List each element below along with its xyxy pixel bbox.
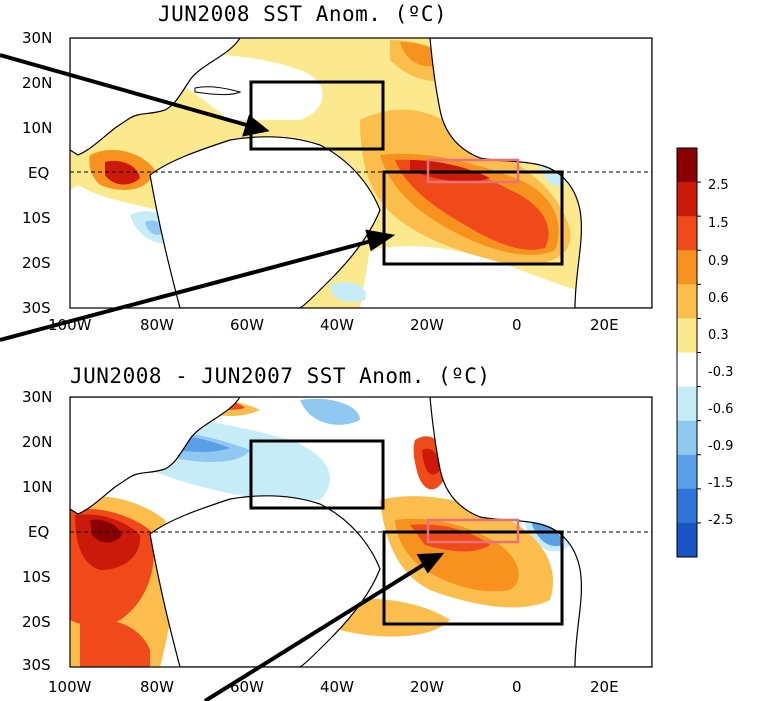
panel-1-title: JUN2008 SST Anom. (ºC)	[158, 2, 448, 26]
colorbar-swatch	[677, 352, 697, 388]
panel-1-box-atlantic-nino	[426, 158, 520, 184]
colorbar-label: 2.5	[708, 178, 729, 193]
panel-1-lon-label-20e: 20E	[590, 316, 619, 334]
colorbar-swatch	[677, 420, 697, 456]
colorbar-label: -0.6	[708, 402, 734, 417]
panel-2-anomaly-warm	[422, 448, 440, 475]
panel-2-lat-label-20n: 20N	[22, 433, 53, 451]
panel-1-anomaly-warm	[400, 42, 441, 67]
panel-2-box-atlantic-nino	[426, 518, 520, 544]
colorbar-swatch	[677, 522, 697, 558]
panel-2-land-north-america	[70, 397, 241, 515]
panel-2-lon-label-40w: 40W	[320, 678, 354, 696]
colorbar-label: 1.5	[708, 216, 729, 231]
panel-2-lon-label-60w: 60W	[230, 678, 264, 696]
arrow-to-south-box	[0, 238, 376, 342]
panel-2-frame	[69, 396, 653, 668]
panel-1-lat-label-20n: 20N	[22, 74, 53, 92]
panel-2-anomaly-warm	[330, 598, 450, 637]
colorbar-swatch	[677, 454, 697, 490]
colorbar-label: -2.5	[708, 513, 734, 528]
panel-2-anomaly-cool	[300, 398, 360, 425]
colorbar-label: 0.9	[708, 254, 729, 269]
colorbar-label: 0.6	[708, 291, 729, 306]
panel-2-lat-label-10s: 10S	[22, 568, 51, 586]
panel-1-lat-label-eq: EQ	[28, 164, 50, 182]
colorbar-swatch	[677, 386, 697, 422]
panel-1-lat-label-10s: 10S	[22, 209, 51, 227]
panel-1-lon-label-40w: 40W	[320, 316, 354, 334]
arrow-to-atlantic-nino	[203, 560, 430, 701]
panel-2-box-north-tropical-atlantic	[249, 439, 385, 510]
panel-2-box-south-tropical-atlantic	[382, 530, 564, 626]
panel-2-lat-label-10n: 10N	[22, 478, 53, 496]
panel-2-land-africa	[429, 397, 652, 667]
colorbar-swatch	[677, 488, 697, 524]
panel-1-lon-label-20w: 20W	[410, 316, 444, 334]
colorbar-frame	[676, 147, 698, 558]
panel-1-land-africa	[429, 38, 652, 308]
panel-2-map	[70, 397, 652, 667]
colorbar	[676, 147, 701, 558]
colorbar-swatch	[677, 148, 697, 183]
panel-1-land-south-america	[149, 136, 381, 308]
panel-2-lon-label-0: 0	[512, 678, 522, 696]
panel-1-lat-label-10n: 10N	[22, 119, 53, 137]
panel-1-anomaly-cool	[145, 220, 164, 235]
panel-2-lon-label-80w: 80W	[140, 678, 174, 696]
panel-1-map	[70, 38, 652, 308]
panel-2-lon-label-20w: 20W	[410, 678, 444, 696]
panel-2-lat-label-eq: EQ	[28, 523, 50, 541]
annotation-arrows	[0, 53, 445, 701]
panel-2-title: JUN2008 - JUN2007 SST Anom. (ºC)	[70, 364, 491, 388]
colorbar-swatch	[677, 284, 697, 319]
arrow-to-north-box	[0, 53, 251, 128]
panel-1-lon-label-80w: 80W	[140, 316, 174, 334]
panel-1-lon-label-0: 0	[512, 316, 522, 334]
panel-1-anomaly-warm	[105, 160, 140, 185]
panel-2-land-south-america	[149, 495, 381, 667]
arrow-head-atlantic-nino	[416, 552, 445, 574]
colorbar-swatch	[677, 182, 697, 217]
panel-1-frame	[69, 37, 653, 309]
panel-1-box-south-tropical-atlantic	[382, 170, 564, 266]
panel-1-lat-label-20s: 20S	[22, 254, 51, 272]
panel-1-box-north-tropical-atlantic	[249, 80, 385, 151]
panel-1-lat-label-30n: 30N	[22, 29, 53, 47]
colorbar-label: -0.9	[708, 439, 734, 454]
colorbar-swatch	[677, 318, 697, 353]
colorbar-label: -0.3	[708, 365, 734, 380]
panel-1-land-caribbean	[194, 86, 242, 96]
panel-2-anomaly-warm	[90, 519, 122, 543]
panel-2-lat-label-30n: 30N	[22, 388, 53, 406]
colorbar-label: -1.5	[708, 476, 734, 491]
panel-2-lon-label-100w: 100W	[48, 678, 92, 696]
colorbar-swatch	[677, 250, 697, 285]
panel-2-lat-label-30s: 30S	[22, 656, 51, 674]
panel-1-lat-label-30s: 30S	[22, 299, 51, 317]
panel-2-lat-label-20s: 20S	[22, 613, 51, 631]
panel-1-anomaly-cool	[330, 282, 366, 302]
panel-2-anomaly-warm	[80, 618, 150, 667]
panel-2-lon-label-20e: 20E	[590, 678, 619, 696]
arrow-head-south-box	[365, 229, 396, 252]
colorbar-label: 0.3	[708, 328, 729, 343]
panel-1-lon-label-60w: 60W	[230, 316, 264, 334]
arrow-head-north-box	[242, 114, 270, 137]
colorbar-swatch	[677, 216, 697, 251]
panel-1-land-north-america	[70, 38, 241, 156]
